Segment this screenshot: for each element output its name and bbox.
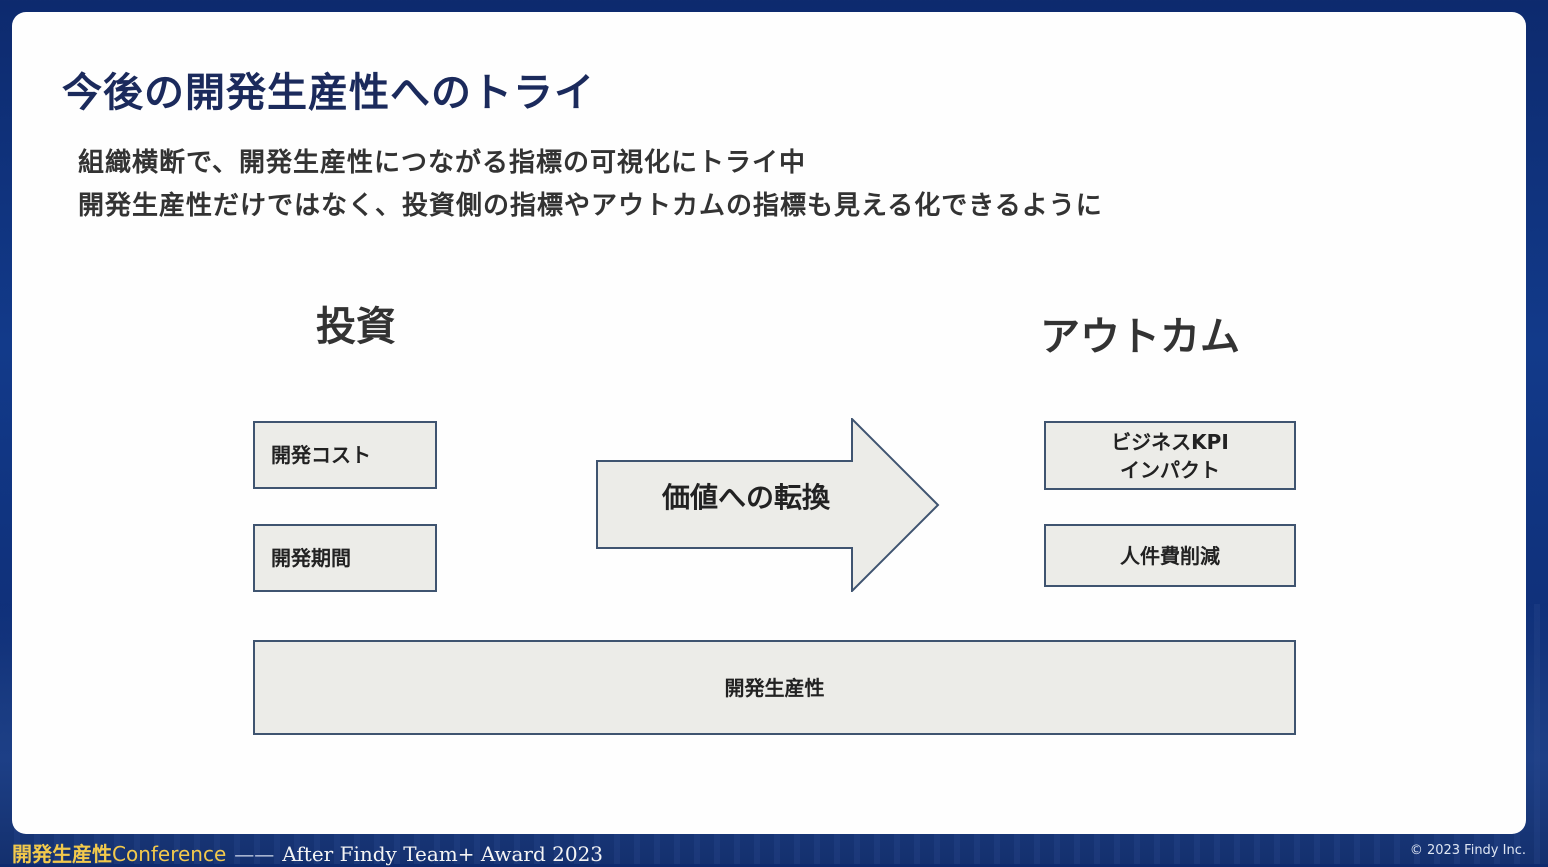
- footer-event: After Findy Team+ Award 2023: [282, 842, 604, 866]
- slide-title: 今後の開発生産性へのトライ: [62, 70, 595, 116]
- transform-arrow: [596, 418, 940, 592]
- slide: 今後の開発生産性へのトライ 組織横断で、開発生産性につながる指標の可視化にトライ…: [12, 12, 1526, 834]
- outcome-item-business-kpi: ビジネスKPI インパクト: [1044, 421, 1296, 490]
- footer-brand: 開発生産性: [12, 842, 112, 866]
- conference-footer: 開発生産性Conference —— After Findy Team+ Award…: [12, 838, 603, 867]
- foundation-dev-productivity: 開発生産性: [253, 640, 1296, 735]
- footer-copyright: © 2023 Findy Inc.: [1409, 843, 1526, 858]
- outcome-item-labor-cost-reduction: 人件費削減: [1044, 524, 1296, 587]
- subtitle-line-1: 組織横断で、開発生産性につながる指標の可視化にトライ中: [78, 148, 806, 178]
- subtitle-line-2: 開発生産性だけではなく、投資側の指標やアウトカムの指標も見える化できるように: [78, 191, 1103, 221]
- transform-label: 価値への転換: [661, 481, 830, 514]
- outcome-heading: アウトカム: [1040, 314, 1240, 360]
- investment-item-dev-cost: 開発コスト: [253, 421, 437, 489]
- footer-conference: Conference: [112, 842, 227, 866]
- footer-divider: ——: [234, 842, 275, 866]
- investment-heading: 投資: [316, 304, 396, 350]
- investment-item-dev-period: 開発期間: [253, 524, 437, 592]
